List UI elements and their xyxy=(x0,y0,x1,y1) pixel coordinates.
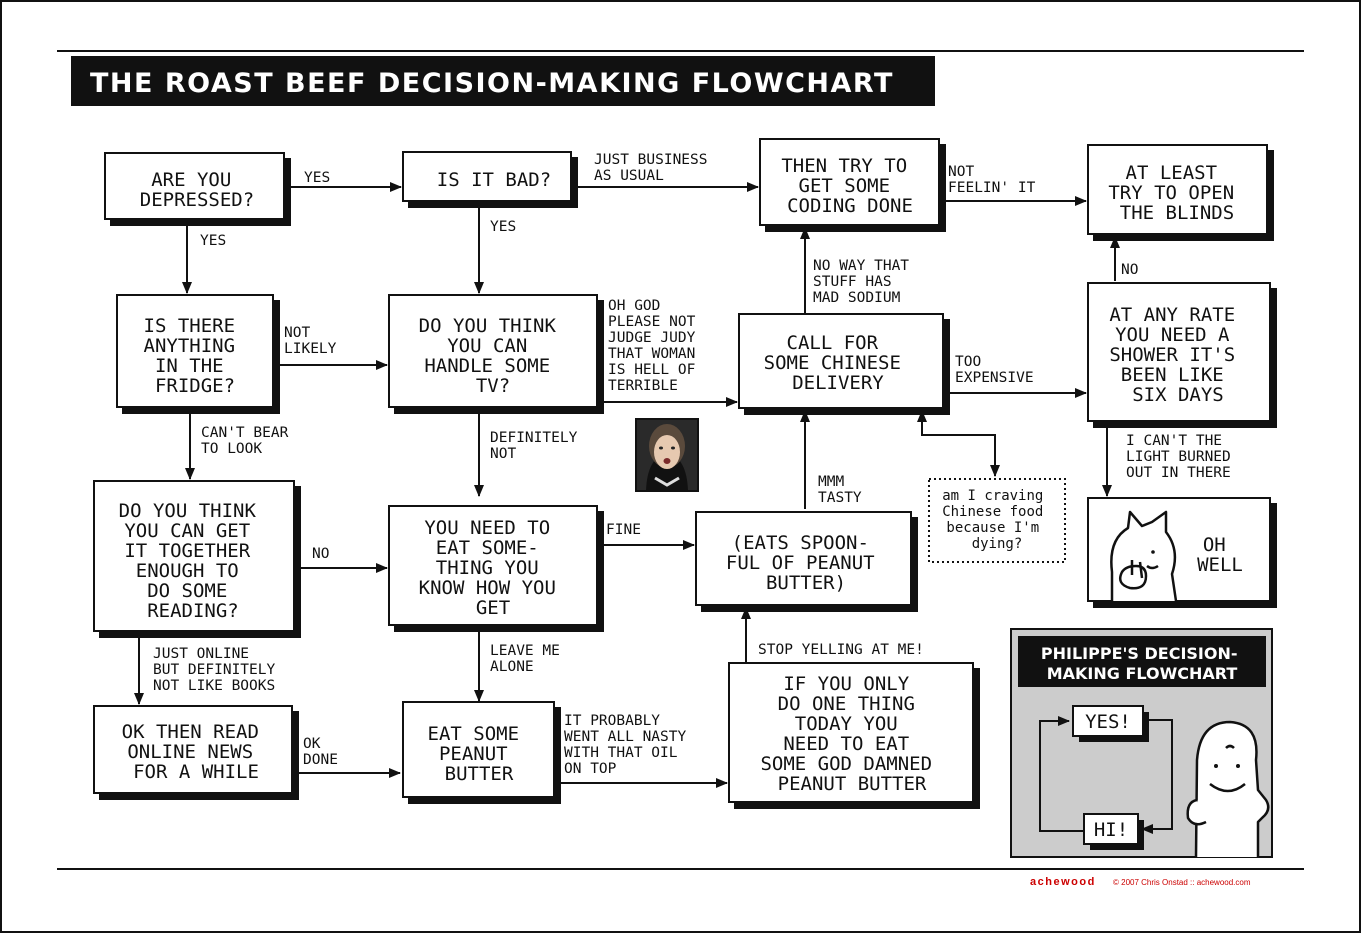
title-banner xyxy=(71,56,935,106)
edge-label-business: JUST BUSINESS AS USUAL xyxy=(594,152,716,184)
node-blinds-label: AT LEAST TRY TO OPEN THE BLINDS xyxy=(1108,162,1245,224)
edge-label-fine: FINE xyxy=(606,522,641,538)
node-reading xyxy=(93,480,301,638)
edge-labels: YES YES YES JUST BUSINESS AS USUAL NOT F… xyxy=(153,152,1240,777)
judge-portrait-image xyxy=(635,418,699,492)
node-reading-label: DO YOU THINK YOU CAN GET IT TOGETHER ENO… xyxy=(119,500,268,622)
node-bad-label: IS IT BAD? xyxy=(437,169,551,191)
node-shower-label: AT ANY RATE YOU NEED A SHOWER IT'S BEEN … xyxy=(1109,304,1246,406)
node-labels: ARE YOU DEPRESSED? IS IT BAD? THEN TRY T… xyxy=(119,155,1246,795)
node-spoonful-label: (EATS SPOON- FUL OF PEANUT BUTTER) xyxy=(726,532,886,594)
node-onlinenews-label: OK THEN READ ONLINE NEWS FOR A WHILE xyxy=(122,721,271,783)
edge-label-yes-down2: YES xyxy=(490,219,516,235)
edge-label-too-expensive: TOO EXPENSIVE xyxy=(955,354,1034,386)
edge-label-not-feelin: NOT FEELIN' IT xyxy=(948,164,1036,196)
philippe-character-illustration xyxy=(1186,720,1270,858)
inset-title-line-1: PHILIPPE'S DECISION- xyxy=(1041,644,1238,663)
node-blinds xyxy=(1087,144,1274,241)
edge-label-sodium: NO WAY THAT STUFF HAS MAD SODIUM xyxy=(813,258,918,306)
node-fridge xyxy=(116,294,280,414)
edge-label-definitely-not: DEFINITELY NOT xyxy=(490,430,586,462)
edge-label-yes-down: YES xyxy=(200,233,226,249)
footer-credit: © 2007 Chris Onstad :: achewood.com xyxy=(1113,878,1251,887)
node-bad xyxy=(402,151,578,208)
edge-label-nasty-oil: IT PROBABLY WENT ALL NASTY WITH THAT OIL… xyxy=(564,713,695,777)
node-onlinenews xyxy=(93,705,299,800)
roast-beef-cat-illustration xyxy=(1110,510,1178,602)
edge-label-no-right: NO xyxy=(312,546,329,562)
edge-label-yes-right: YES xyxy=(304,170,330,186)
node-eatpb xyxy=(402,701,561,804)
edge-label-ok-done: OK DONE xyxy=(303,736,338,768)
node-chinese xyxy=(738,313,950,415)
inset-hi-label: HI! xyxy=(1094,819,1128,841)
edge-label-judge-judy: OH GOD PLEASE NOT JUDGE JUDY THAT WOMAN … xyxy=(608,298,704,394)
node-spoonful xyxy=(695,511,918,612)
edge-label-leave-alone: LEAVE ME ALONE xyxy=(490,643,569,675)
edge-label-cant-bear: CAN'T BEAR TO LOOK xyxy=(201,425,297,457)
node-coding xyxy=(759,138,946,232)
svg-text:am I craving Chinese foo: am I craving Chinese food because I'm dy… xyxy=(942,488,1052,552)
edge-label-not-likely: NOT LIKELY xyxy=(284,325,337,357)
node-depressed xyxy=(104,152,291,226)
edge-label-no-up: NO xyxy=(1121,262,1138,278)
node-eatpb-label: EAT SOME PEANUT BUTTER xyxy=(428,723,531,785)
edge-label-light-burned: I CAN'T THE LIGHT BURNED OUT IN THERE xyxy=(1126,433,1240,481)
nodes xyxy=(93,138,1277,809)
footer-logo: achewood xyxy=(1030,876,1096,888)
svg-text:PHILIPPE'S DECISION- MAK: PHILIPPE'S DECISION- MAKING FLOWCHART xyxy=(1041,644,1243,683)
edges xyxy=(134,182,1120,788)
node-tv xyxy=(388,294,604,414)
node-fridge-label: IS THERE ANYTHING IN THE FRIDGE? xyxy=(144,315,247,397)
node-eatsomething xyxy=(388,505,604,632)
philippe-inset: PHILIPPE'S DECISION- MAKING FLOWCHART YE… xyxy=(1010,628,1273,858)
page-title: THE ROAST BEEF DECISION-MAKING FLOWCHART xyxy=(90,68,894,99)
node-shower xyxy=(1087,282,1277,428)
node-eatsomething-label: YOU NEED TO EAT SOME- THING YOU KNOW HOW… xyxy=(419,517,568,619)
node-onething xyxy=(728,662,980,809)
thought-bubble: am I craving Chinese food because I'm dy… xyxy=(928,478,1066,563)
edge-label-mmm-tasty: MMM TASTY xyxy=(818,474,862,506)
node-ohwell-label: OH WELL xyxy=(1197,534,1243,576)
node-chinese-label: CALL FOR SOME CHINESE DELIVERY xyxy=(764,332,913,394)
edge-label-just-online: JUST ONLINE BUT DEFINITELY NOT LIKE BOOK… xyxy=(153,646,284,694)
node-depressed-label: ARE YOU DEPRESSED? xyxy=(140,169,254,211)
node-tv-label: DO YOU THINK YOU CAN HANDLE SOME TV? xyxy=(419,315,568,397)
node-onething-label: IF YOU ONLY DO ONE THING TODAY YOU NEED … xyxy=(760,673,943,795)
node-coding-label: THEN TRY TO GET SOME CODING DONE xyxy=(781,155,918,217)
inset-yes-label: YES! xyxy=(1085,711,1131,733)
edge-label-stop-yelling: STOP YELLING AT ME! xyxy=(758,642,924,658)
inset-title-line-2: MAKING FLOWCHART xyxy=(1047,664,1238,683)
